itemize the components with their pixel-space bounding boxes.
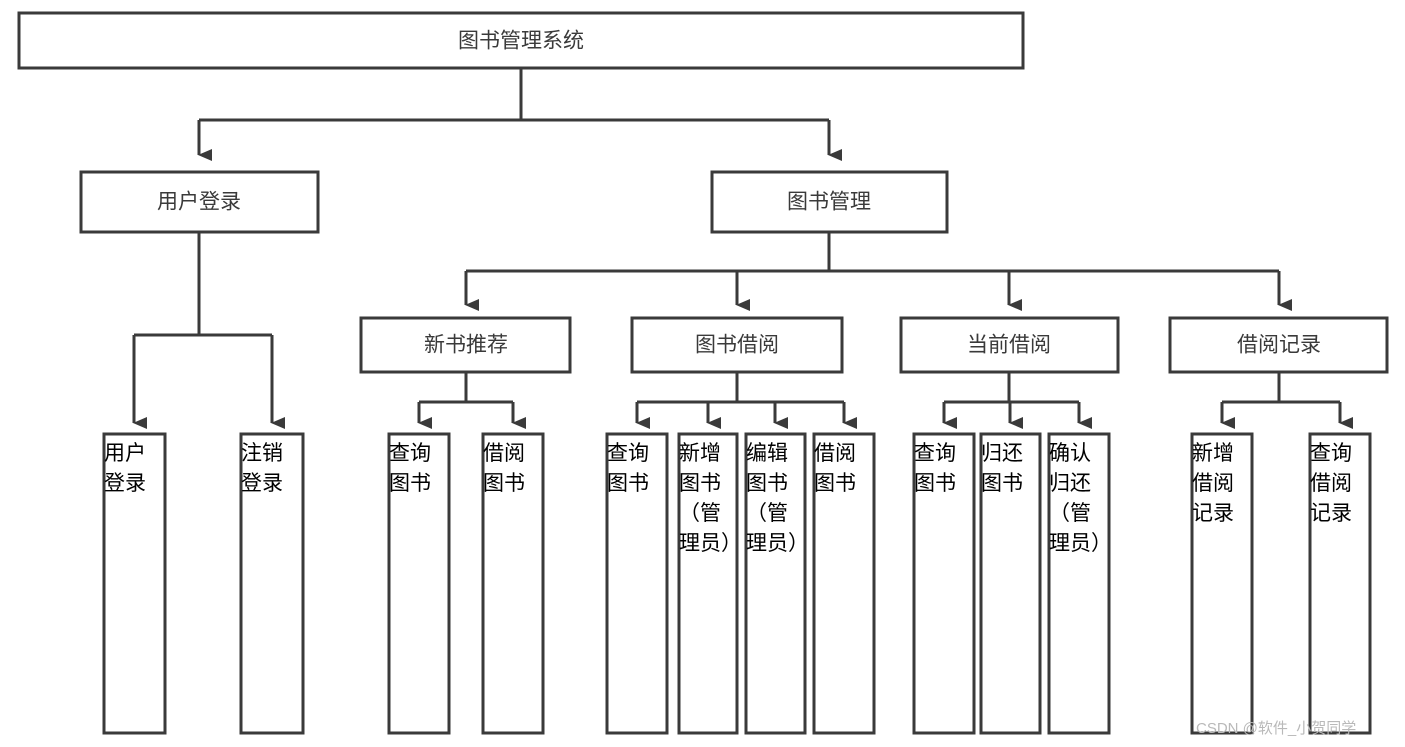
leaf-box-2[interactable]	[387, 432, 451, 735]
leaf-label-11: 新增借阅记录	[1192, 442, 1234, 525]
node-user-login-label: 用户登录	[157, 191, 241, 214]
leaf-box-11[interactable]	[1190, 432, 1254, 735]
node-new-book-recommend[interactable]	[359, 316, 572, 374]
node-book-borrow[interactable]	[630, 316, 844, 374]
leaf-box-4[interactable]	[605, 432, 669, 735]
leaf-label-9: 归还图书	[981, 442, 1023, 495]
leaf-label-1: 注销登录	[241, 442, 283, 495]
node-new-book-recommend-label: 新书推荐	[424, 334, 508, 357]
csdn-watermark: CSDN @软件_小贺同学	[1196, 720, 1357, 737]
node-borrow-record-label: 借阅记录	[1237, 334, 1321, 357]
leaf-box-5[interactable]	[677, 432, 739, 735]
leaf-box-8[interactable]	[912, 432, 976, 735]
leaf-label-5: 新增图书（管理员）	[679, 442, 737, 555]
leaf-box-7[interactable]	[812, 432, 876, 735]
leaf-box-12[interactable]	[1308, 432, 1372, 735]
leaf-label-7: 借阅图书	[814, 442, 856, 495]
leaf-label-12: 查询借阅记录	[1310, 442, 1352, 525]
node-current-borrow[interactable]	[899, 316, 1120, 374]
leaf-box-1[interactable]	[239, 432, 305, 735]
leaf-box-3[interactable]	[481, 432, 545, 735]
leaf-box-10[interactable]	[1047, 432, 1111, 735]
node-book-management[interactable]	[710, 170, 949, 234]
leaf-label-3: 借阅图书	[483, 442, 525, 495]
leaf-box-9[interactable]	[979, 432, 1042, 735]
node-boxes	[17, 11, 1389, 735]
node-root-label: 图书管理系统	[458, 30, 584, 53]
leaf-label-2: 查询图书	[389, 442, 431, 495]
leaf-box-6[interactable]	[744, 432, 807, 735]
node-labels: 图书管理系统 用户登录 图书管理 新书推荐 图书借阅 当前借阅 借阅记录	[157, 30, 1321, 357]
leaf-box-0[interactable]	[102, 432, 167, 735]
node-borrow-record[interactable]	[1168, 316, 1389, 374]
node-user-login[interactable]	[79, 170, 320, 234]
node-book-borrow-label: 图书借阅	[695, 334, 779, 357]
leaf-label-6: 编辑图书（管理员）	[746, 442, 805, 555]
connectors	[132, 69, 1353, 429]
leaf-labels: 用户登录 注销登录 查询图书 借阅图书 查询图书 新增图书（管理员） 编辑图书（…	[104, 442, 1352, 555]
leaf-label-10: 确认归还（管理员）	[1049, 442, 1109, 555]
leaf-label-0: 用户登录	[104, 442, 146, 495]
node-current-borrow-label: 当前借阅	[967, 334, 1051, 357]
node-root[interactable]	[17, 11, 1025, 70]
node-book-management-label: 图书管理	[787, 191, 871, 214]
leaf-label-4: 查询图书	[607, 442, 649, 495]
leaf-label-8: 查询图书	[914, 442, 956, 495]
